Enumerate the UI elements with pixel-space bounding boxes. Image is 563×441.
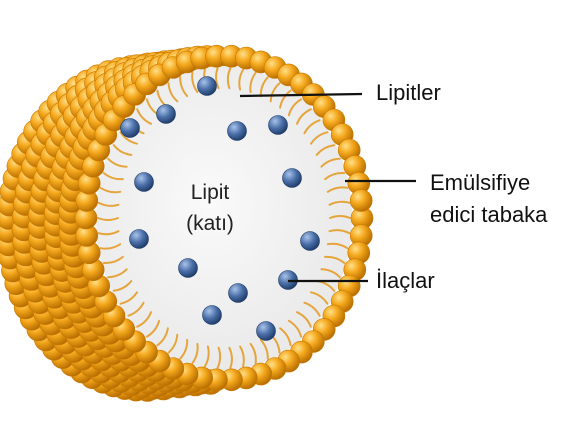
drug-molecule-icon — [157, 105, 176, 124]
drug-molecule-icon — [228, 122, 247, 141]
drug-molecule-icon — [179, 259, 198, 278]
drug-molecule-icon — [301, 232, 320, 251]
drug-molecule-icon — [257, 322, 276, 341]
drug-molecule-icon — [203, 306, 222, 325]
core-label-line1: Lipit — [170, 177, 250, 208]
emulsifier-label-line2: edici tabaka — [430, 202, 547, 228]
drug-molecule-icon — [135, 173, 154, 192]
drugs-label: İlaçlar — [376, 268, 435, 294]
phospholipid-head-icon — [350, 190, 372, 212]
drug-molecule-icon — [229, 284, 248, 303]
drug-molecule-icon — [198, 77, 217, 96]
drug-molecule-icon — [283, 169, 302, 188]
emulsifier-label-line1: Emülsifiye — [430, 170, 530, 196]
drug-molecule-icon — [269, 116, 288, 135]
drug-molecule-icon — [121, 119, 140, 138]
drug-molecule-icon — [130, 230, 149, 249]
lipids-label: Lipitler — [376, 80, 441, 106]
core-label-line2: (katı) — [170, 208, 250, 239]
core-label: Lipit (katı) — [170, 177, 250, 239]
